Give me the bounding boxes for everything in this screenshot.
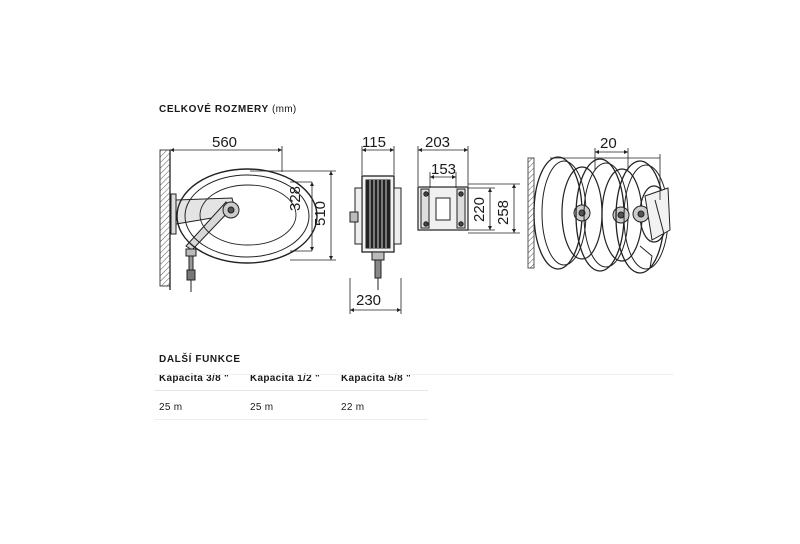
features-column-header-2: Kapacita 1/2 " [250,373,321,384]
multi-reel-view-dimensions [550,148,661,200]
side-view [349,175,402,290]
dim-bracket-outer-width: 203 [425,134,451,151]
features-row-divider [154,390,428,391]
dim-front-outer-height: 510 [312,200,329,226]
dim-multi-spacing: 20 [600,135,617,152]
bracket-view [417,186,469,231]
dim-front-width: 560 [212,134,238,151]
features-value-3: 22 m [341,402,365,413]
dim-side-bottom-width: 230 [356,292,382,309]
features-header-divider [154,374,674,375]
multi-reel-view [527,156,671,274]
side-view-dimensions [349,146,402,314]
dim-bracket-inner-height: 220 [471,196,488,222]
dim-bracket-outer-height: 258 [495,199,512,225]
dimensions-heading-title: CELKOVÉ ROZMERY [159,104,269,115]
features-heading: DALŠÍ FUNKCE [159,354,241,365]
reel-1 [533,156,603,270]
dim-bracket-inner-width: 153 [431,161,457,178]
features-column-header-1: Kapacita 3/8 " [159,373,230,384]
features-bottom-divider [154,419,428,420]
features-value-1: 25 m [159,402,183,413]
front-view [159,149,318,292]
dimensions-heading: CELKOVÉ ROZMERY (mm) [159,104,297,115]
front-view-dimensions [170,146,336,261]
features-value-2: 25 m [250,402,274,413]
dim-front-inner-height: 328 [287,185,304,211]
dimensions-heading-unit: (mm) [271,104,297,115]
bracket-view-dimensions [417,146,520,234]
features-column-header-3: Kapacita 5/8 " [341,373,412,384]
wall [159,149,171,287]
dim-side-top-width: 115 [362,134,386,151]
